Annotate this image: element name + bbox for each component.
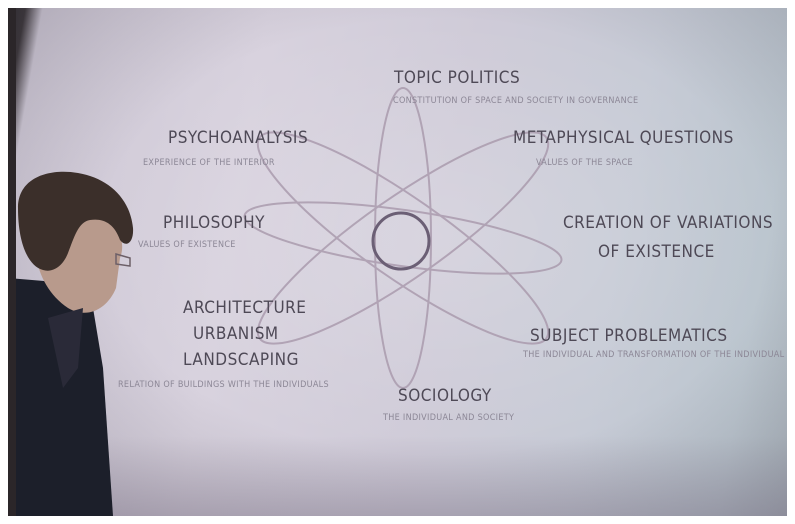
label-top-title: TOPIC POLITICS bbox=[394, 68, 520, 88]
label-right-title-1: CREATION OF VARIATIONS bbox=[563, 213, 773, 233]
label-lower-left-title-2: URBANISM bbox=[193, 324, 279, 344]
label-upper-left-sub: EXPERIENCE OF THE INTERIOR bbox=[143, 158, 275, 168]
left-wall-edge bbox=[8, 8, 16, 516]
label-lower-left-sub: RELATION OF BUILDINGS WITH THE INDIVIDUA… bbox=[118, 380, 329, 390]
orbit-vertical bbox=[375, 88, 431, 388]
photo: TOPIC POLITICS CONSTITUTION OF SPACE AND… bbox=[8, 8, 787, 516]
label-bottom-title: SOCIOLOGY bbox=[398, 386, 492, 406]
label-top-sub: CONSTITUTION OF SPACE AND SOCIETY IN GOV… bbox=[393, 96, 638, 106]
person-silhouette bbox=[8, 8, 148, 516]
label-bottom-sub: THE INDIVIDUAL AND SOCIETY bbox=[383, 413, 514, 423]
label-lower-left-title-3: LANDSCAPING bbox=[183, 350, 299, 370]
label-upper-right-title: METAPHYSICAL QUESTIONS bbox=[513, 128, 734, 148]
nucleus bbox=[373, 213, 429, 269]
label-left-sub: VALUES OF EXISTENCE bbox=[138, 240, 236, 250]
orbit-horizontal bbox=[241, 188, 566, 288]
label-right-title-2: OF EXISTENCE bbox=[598, 242, 715, 262]
label-left-title: PHILOSOPHY bbox=[163, 213, 265, 233]
label-lower-left-title-1: ARCHITECTURE bbox=[183, 298, 306, 318]
label-lower-right-sub: THE INDIVIDUAL AND TRANSFORMATION OF THE… bbox=[523, 350, 784, 360]
label-lower-right-title: SUBJECT PROBLEMATICS bbox=[530, 326, 728, 346]
label-upper-right-sub: VALUES OF THE SPACE bbox=[536, 158, 633, 168]
label-upper-left-title: PSYCHOANALYSIS bbox=[168, 128, 308, 148]
